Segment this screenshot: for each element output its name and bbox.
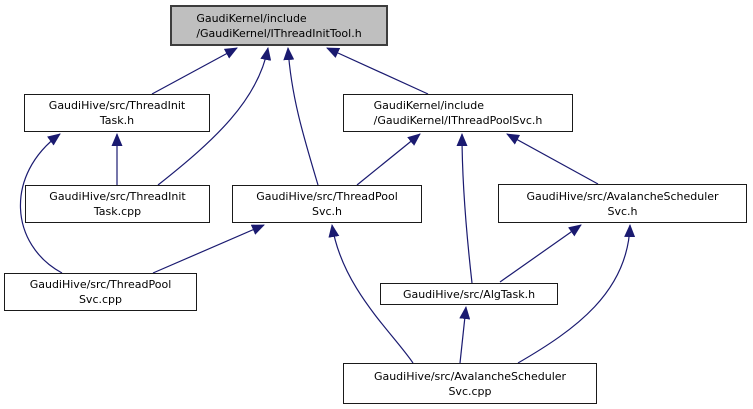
- node-ithreadpoolsvc-h[interactable]: GaudiKernel/include /GaudiKernel/IThread…: [343, 94, 573, 132]
- node-label: Task.h: [99, 114, 135, 127]
- node-label: Svc.h: [311, 205, 342, 218]
- node-label: GaudiKernel/include: [196, 11, 307, 25]
- node-label: Task.cpp: [93, 205, 142, 218]
- node-label: GaudiHive/src/AvalancheScheduler: [526, 189, 719, 203]
- node-label: Svc.h: [607, 204, 638, 218]
- edge-threadinittask_h-to-ithreadinittool_h: [151, 47, 238, 95]
- node-label: GaudiKernel/include: [373, 99, 485, 112]
- node-label: /GaudiKernel/IThreadPoolSvc.h: [373, 114, 543, 127]
- edge-threadpoolsvc_h-to-ithreadinittool_h: [283, 47, 319, 186]
- node-threadpoolsvc-cpp[interactable]: GaudiHive/src/ThreadPool Svc.cpp: [4, 273, 197, 311]
- node-label: GaudiHive/src/ThreadInit: [49, 190, 186, 203]
- edge-algtask_h-to-ithreadpoolsvc_h: [456, 133, 473, 284]
- edge-threadpoolsvc_cpp-to-threadinittask_h: [19, 133, 63, 274]
- node-label: Svc.cpp: [78, 293, 123, 306]
- edge-ithreadpoolsvc_h-to-ithreadinittool_h: [326, 47, 429, 95]
- node-algtask-h[interactable]: GaudiHive/src/AlgTask.h: [380, 283, 558, 305]
- edge-avalancheschedulersvc_cpp-to-avalancheschedulersvc_h: [517, 224, 636, 364]
- node-label: /GaudiKernel/IThreadInitTool.h: [196, 26, 362, 40]
- node-threadpoolsvc-h[interactable]: GaudiHive/src/ThreadPool Svc.h: [232, 185, 422, 223]
- node-label: GaudiHive/src/AlgTask.h: [402, 287, 536, 301]
- node-threadinittask-cpp[interactable]: GaudiHive/src/ThreadInit Task.cpp: [25, 185, 210, 223]
- node-label: GaudiHive/src/ThreadInit: [48, 99, 186, 112]
- node-label: GaudiHive/src/ThreadPool: [256, 190, 398, 203]
- node-threadinittask-h[interactable]: GaudiHive/src/ThreadInit Task.h: [24, 94, 210, 132]
- edge-algtask_h-to-avalancheschedulersvc_h: [499, 224, 582, 283]
- node-ithreadinittool-h: GaudiKernel/include /GaudiKernel/IThread…: [170, 5, 388, 46]
- node-label: Svc.cpp: [448, 384, 492, 398]
- node-label: GaudiHive/src/ThreadPool: [29, 278, 172, 291]
- edge-threadpoolsvc_h-to-ithreadpoolsvc_h: [356, 133, 421, 186]
- edge-avalancheschedulersvc_cpp-to-algtask_h: [459, 306, 471, 364]
- edge-avalancheschedulersvc_h-to-ithreadpoolsvc_h: [506, 133, 599, 185]
- node-avalancheschedulersvc-h[interactable]: GaudiHive/src/AvalancheScheduler Svc.h: [498, 184, 747, 223]
- edge-threadinittask_cpp-to-ithreadinittool_h: [157, 47, 272, 186]
- node-label: GaudiHive/src/AvalancheScheduler: [373, 369, 567, 383]
- node-avalancheschedulersvc-cpp[interactable]: GaudiHive/src/AvalancheScheduler Svc.cpp: [343, 363, 597, 404]
- edge-avalancheschedulersvc_cpp-to-threadpoolsvc_h: [328, 224, 414, 364]
- edge-threadpoolsvc_cpp-to-threadpoolsvc_h: [152, 224, 265, 274]
